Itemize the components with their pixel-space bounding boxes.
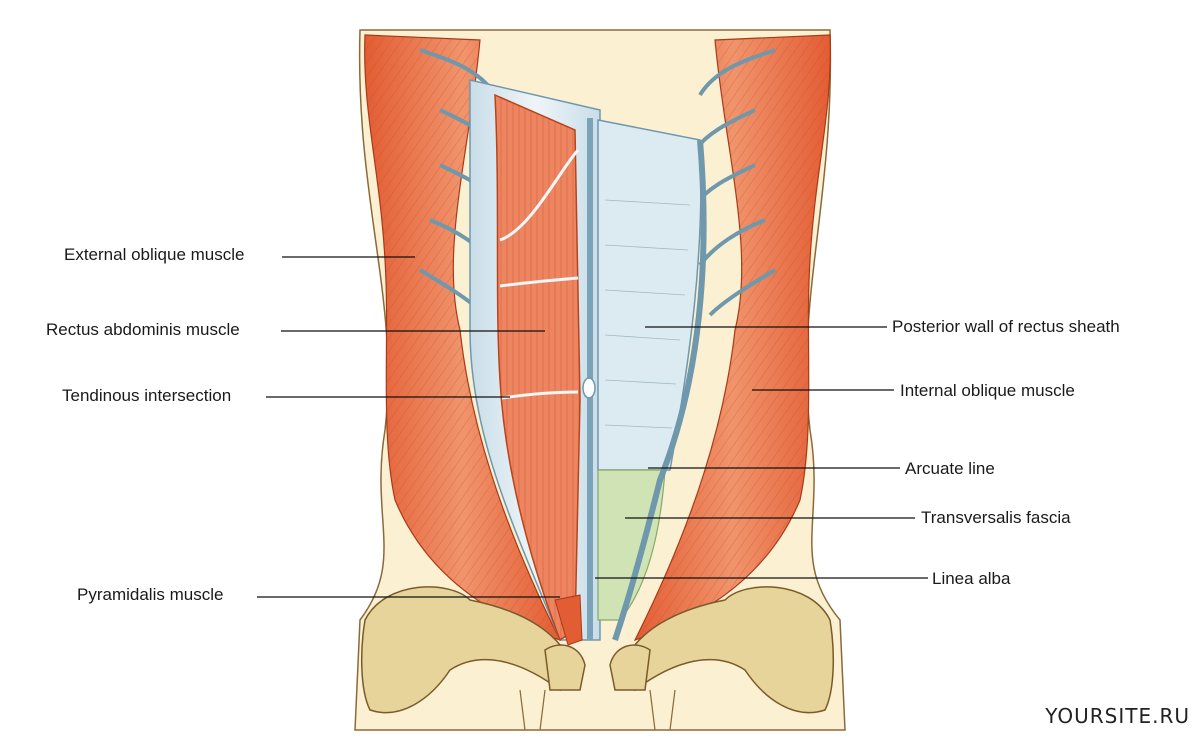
watermark: YOURSITE.RU (1045, 704, 1190, 728)
label-internal-oblique: Internal oblique muscle (900, 381, 1075, 400)
label-arcuate-line: Arcuate line (905, 459, 995, 478)
label-linea-alba: Linea alba (932, 569, 1011, 588)
label-tendinous-intersection: Tendinous intersection (62, 386, 232, 405)
pelvis-bones (360, 586, 835, 714)
label-pyramidalis: Pyramidalis muscle (77, 585, 224, 604)
leader-lines (257, 256, 928, 598)
pyramidalis-muscle-shape (554, 594, 583, 646)
label-transversalis-fascia: Transversalis fascia (921, 508, 1071, 527)
umbilicus (582, 377, 596, 399)
label-external-oblique: External oblique muscle (64, 245, 245, 264)
label-rectus-abdominis: Rectus abdominis muscle (46, 320, 240, 339)
label-posterior-wall: Posterior wall of rectus sheath (892, 317, 1120, 336)
